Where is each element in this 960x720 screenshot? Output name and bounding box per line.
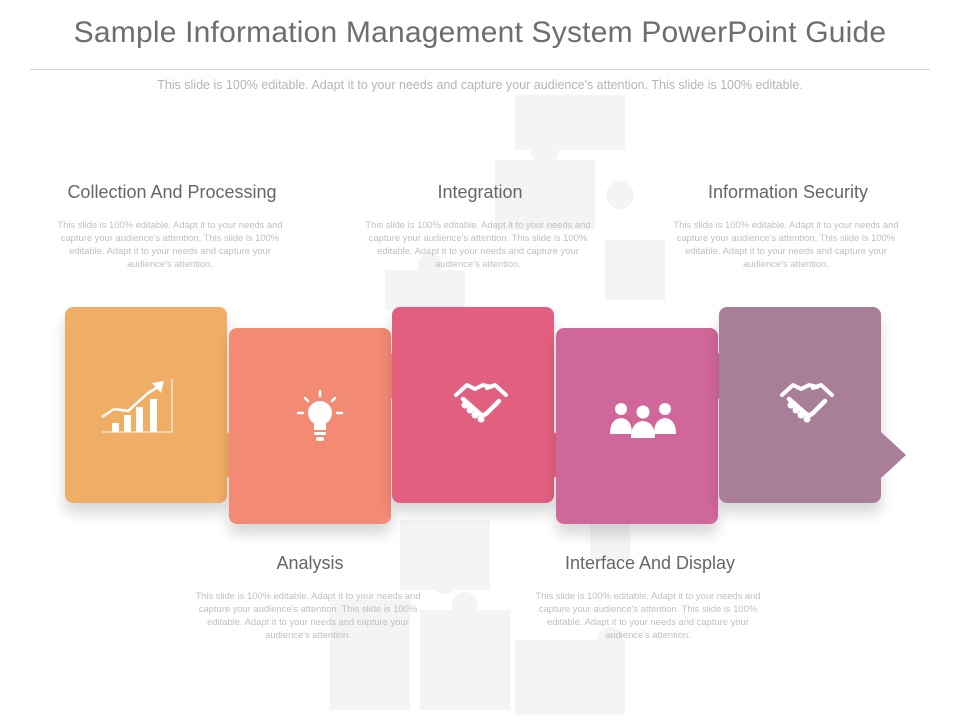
- step-title-collection: Collection And Processing: [67, 182, 277, 202]
- page-title: Sample Information Management System Pow…: [73, 16, 887, 49]
- step-title-integration: Integration: [437, 182, 523, 202]
- lightbulb-icon: [296, 389, 344, 441]
- step-desc-security: This slide is 100% editable. Adapt it to…: [673, 219, 899, 269]
- tile-security-arrow: [880, 431, 906, 479]
- step-desc-interface: This slide is 100% editable. Adapt it to…: [535, 590, 761, 640]
- team-icon: [610, 403, 676, 438]
- step-title-analysis: Analysis: [276, 553, 344, 573]
- step-desc-analysis: This slide is 100% editable. Adapt it to…: [195, 590, 421, 640]
- tile-collection: [65, 307, 227, 503]
- step-title-interface: Interface And Display: [564, 553, 736, 573]
- page-subtitle: This slide is 100% editable. Adapt it to…: [157, 78, 803, 92]
- tile-analysis: [229, 328, 391, 524]
- step-desc-integration: This slide is 100% editable. Adapt it to…: [365, 219, 591, 269]
- growth-chart-icon: [101, 379, 173, 433]
- handshake-icon: [454, 383, 508, 423]
- handshake-icon: [780, 383, 834, 423]
- step-title-security: Information Security: [707, 182, 869, 202]
- step-desc-collection: This slide is 100% editable. Adapt it to…: [57, 219, 283, 269]
- title-divider: [30, 69, 930, 70]
- tile-security: [719, 307, 881, 503]
